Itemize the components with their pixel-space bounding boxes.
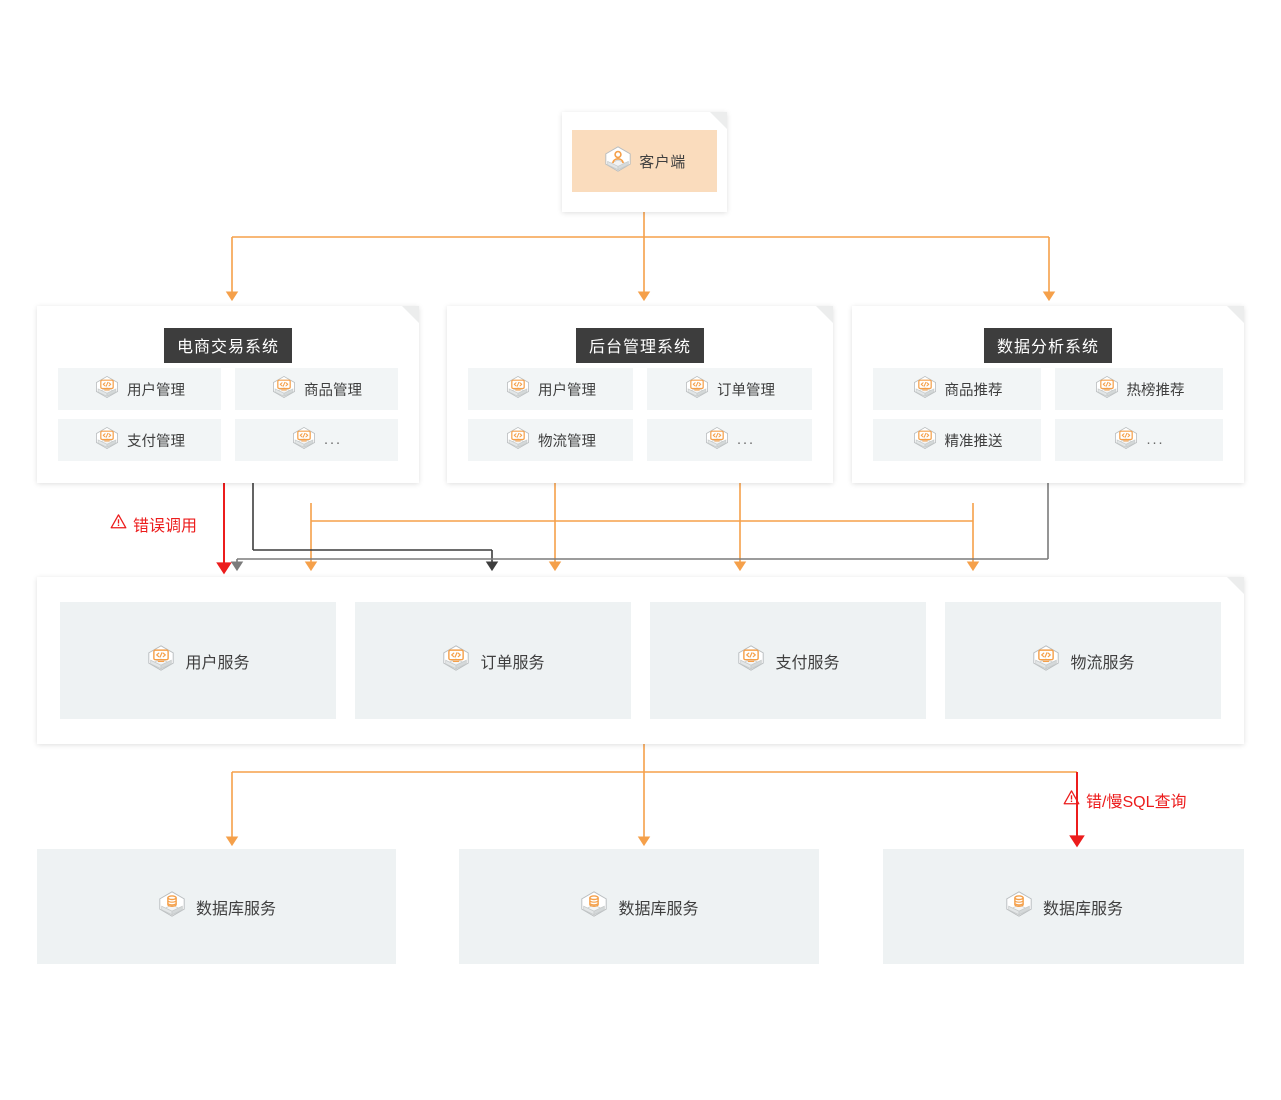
module-label: 精准推送 xyxy=(944,433,1003,450)
code-cube-icon xyxy=(912,374,938,404)
service-layer-card[interactable]: 用户服务 订单服务 支付服务 物流服务 xyxy=(37,577,1244,744)
module-item[interactable]: 订单管理 xyxy=(647,368,812,410)
module-item[interactable]: 用户管理 xyxy=(468,368,633,410)
module-item[interactable]: 物流管理 xyxy=(468,419,633,461)
database-cube-icon xyxy=(157,889,187,924)
module-item[interactable]: 精准推送 xyxy=(873,419,1041,461)
database-item[interactable]: 数据库服务 xyxy=(37,849,396,964)
module-grid: 用户管理 商品管理 支付管理 ... xyxy=(58,368,398,461)
database-label: 数据库服务 xyxy=(195,900,276,918)
system-title: 电商交易系统 xyxy=(163,328,293,363)
module-label: 用户管理 xyxy=(127,382,185,399)
database-item[interactable]: 数据库服务 xyxy=(459,849,819,964)
service-item-order[interactable]: 订单服务 xyxy=(355,602,631,719)
module-item[interactable]: 用户管理 xyxy=(58,368,221,410)
service-item-logistics[interactable]: 物流服务 xyxy=(945,602,1221,719)
module-item-more[interactable]: ... xyxy=(235,419,398,461)
module-label: ... xyxy=(323,432,343,448)
code-cube-icon xyxy=(505,374,531,404)
code-cube-icon xyxy=(704,425,730,455)
module-label: ... xyxy=(1146,432,1165,448)
system-card-analytics[interactable]: 数据分析系统 商品推荐 热榜推荐 精准推送 ... xyxy=(852,306,1244,483)
module-item-more[interactable]: ... xyxy=(647,419,812,461)
module-label: 订单管理 xyxy=(717,382,775,399)
code-cube-icon xyxy=(94,425,120,455)
system-card-ecommerce[interactable]: 电商交易系统 用户管理 商品管理 支付管理 ... xyxy=(37,306,419,483)
service-grid: 用户服务 订单服务 支付服务 物流服务 xyxy=(60,602,1221,719)
service-label: 支付服务 xyxy=(775,654,840,672)
code-cube-icon xyxy=(94,374,120,404)
database-label: 数据库服务 xyxy=(618,900,699,918)
user-cube-icon xyxy=(603,144,633,179)
system-title: 后台管理系统 xyxy=(575,328,705,363)
code-cube-icon xyxy=(1031,643,1061,678)
system-title: 数据分析系统 xyxy=(983,328,1113,363)
warning-label: 错误调用 xyxy=(133,518,198,535)
database-cube-icon xyxy=(1004,889,1034,924)
module-label: 商品推荐 xyxy=(944,382,1003,399)
database-item[interactable]: 数据库服务 xyxy=(883,849,1244,964)
code-cube-icon xyxy=(505,425,531,455)
code-cube-icon xyxy=(1113,425,1139,455)
client-card[interactable]: 客户端 xyxy=(562,112,727,212)
warning-slow-sql: 错/慢SQL查询 xyxy=(1063,788,1186,812)
module-label: ... xyxy=(736,432,756,448)
system-card-admin[interactable]: 后台管理系统 用户管理 订单管理 物流管理 ... xyxy=(447,306,833,483)
client-label: 客户端 xyxy=(639,153,686,171)
module-item-more[interactable]: ... xyxy=(1055,419,1223,461)
client-badge: 客户端 xyxy=(572,130,717,192)
code-cube-icon xyxy=(736,643,766,678)
module-grid: 用户管理 订单管理 物流管理 ... xyxy=(468,368,812,461)
module-label: 支付管理 xyxy=(127,433,185,450)
code-cube-icon xyxy=(684,374,710,404)
service-item-payment[interactable]: 支付服务 xyxy=(650,602,926,719)
service-label: 用户服务 xyxy=(185,654,250,672)
module-grid: 商品推荐 热榜推荐 精准推送 ... xyxy=(873,368,1223,461)
code-cube-icon xyxy=(1094,374,1120,404)
database-label: 数据库服务 xyxy=(1042,900,1123,918)
module-item[interactable]: 商品推荐 xyxy=(873,368,1041,410)
code-cube-icon xyxy=(441,643,471,678)
service-label: 订单服务 xyxy=(480,654,545,672)
code-cube-icon xyxy=(146,643,176,678)
module-item[interactable]: 商品管理 xyxy=(235,368,398,410)
service-item-user[interactable]: 用户服务 xyxy=(60,602,336,719)
module-item[interactable]: 热榜推荐 xyxy=(1055,368,1223,410)
module-label: 用户管理 xyxy=(538,382,596,399)
code-cube-icon xyxy=(912,425,938,455)
code-cube-icon xyxy=(271,374,297,404)
module-label: 物流管理 xyxy=(538,433,596,450)
module-label: 热榜推荐 xyxy=(1126,382,1185,399)
module-label: 商品管理 xyxy=(304,382,362,399)
service-label: 物流服务 xyxy=(1070,654,1135,672)
warning-wrong-call: 错误调用 xyxy=(110,512,197,536)
warning-triangle-icon xyxy=(110,513,127,535)
code-cube-icon xyxy=(291,425,317,455)
database-cube-icon xyxy=(579,889,609,924)
warning-triangle-icon xyxy=(1063,789,1080,811)
warning-label: 错/慢SQL查询 xyxy=(1086,794,1187,811)
module-item[interactable]: 支付管理 xyxy=(58,419,221,461)
